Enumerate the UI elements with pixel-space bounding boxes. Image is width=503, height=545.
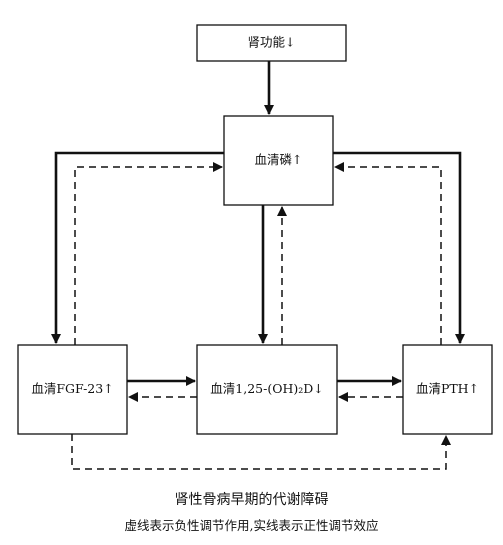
node-serum-vitamin-d: 血清1,25-(OH)₂D↓	[196, 344, 338, 435]
figure-caption-note: 虚线表示负性调节作用,实线表示正性调节效应	[124, 518, 379, 533]
arrow-pth-to-phosphate	[334, 162, 442, 345]
node-serum-vitamin-d-label: 血清1,25-(OH)₂D↓	[210, 381, 323, 396]
arrow-phosphate-to-pth	[333, 151, 465, 344]
node-kidney-function: 肾功能↓	[196, 24, 347, 62]
arrow-fgf23-to-pth	[71, 434, 451, 470]
node-serum-pth: 血清PTH↑	[402, 344, 493, 435]
node-kidney-function-label: 肾功能↓	[248, 35, 296, 50]
arrow-fgf23-to-phosphate	[74, 162, 223, 345]
figure-caption-title: 肾性骨病早期的代谢障碍	[174, 492, 329, 508]
node-serum-phosphate: 血清磷↑	[223, 115, 334, 206]
node-serum-phosphate-label: 血清磷↑	[255, 152, 303, 167]
node-serum-fgf23: 血清FGF-23↑	[17, 344, 128, 435]
node-serum-pth-label: 血清PTH↑	[416, 381, 479, 396]
arrow-phosphate-to-fgf23	[51, 151, 224, 344]
node-serum-fgf23-label: 血清FGF-23↑	[31, 381, 113, 396]
